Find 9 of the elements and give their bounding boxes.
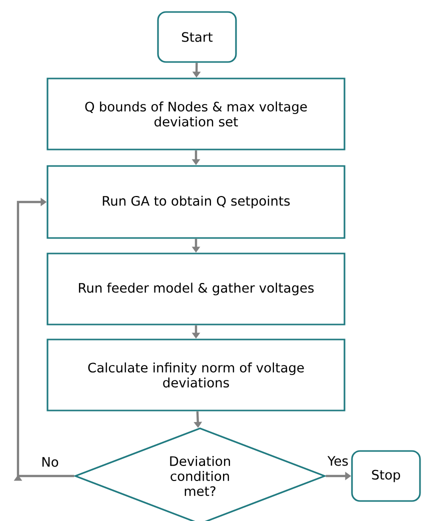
- terminal-box: Start: [157, 11, 237, 63]
- process-box: Calculate infinity norm of voltage deviations: [46, 338, 346, 412]
- process-box: Run feeder model & gather voltages: [46, 252, 346, 326]
- process-box: Q bounds of Nodes & max voltage deviation set: [46, 78, 346, 150]
- edge-label: Yes: [326, 455, 350, 467]
- edge-label: No: [40, 456, 60, 468]
- terminal-box: Stop: [351, 450, 421, 502]
- arrow: [14, 198, 74, 481]
- process-box: Run GA to obtain Q setpoints: [46, 165, 346, 239]
